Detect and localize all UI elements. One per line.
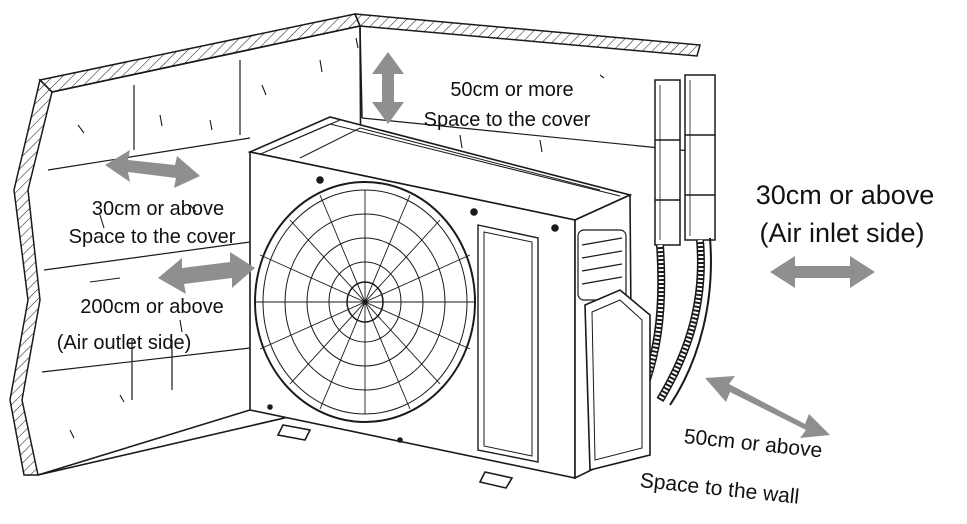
left-cover-distance: 30cm or above bbox=[91, 198, 225, 220]
double-arrow-icon bbox=[158, 252, 255, 294]
pipe-icon bbox=[654, 74, 716, 246]
wall-corner bbox=[9, 13, 701, 476]
double-arrow-icon bbox=[770, 256, 875, 288]
left-outlet-distance: 200cm or above bbox=[80, 296, 224, 318]
right-inlet-note: (Air inlet side) bbox=[759, 218, 925, 248]
double-arrow-icon bbox=[705, 376, 830, 438]
wall-hatch-icon bbox=[38, 13, 362, 93]
fan-icon bbox=[254, 181, 476, 423]
top-clearance-note: Space to the cover bbox=[423, 109, 591, 131]
top-clearance-distance: 50cm or more bbox=[450, 79, 574, 101]
wall-hatch-icon bbox=[353, 13, 701, 57]
double-arrow-icon bbox=[372, 52, 404, 124]
wall-hatch-icon bbox=[9, 78, 53, 476]
refrigerant-pipes bbox=[636, 74, 716, 406]
double-arrow-icon bbox=[105, 150, 200, 188]
clearance-arrows bbox=[105, 52, 875, 438]
left-outlet-note: (Air outlet side) bbox=[56, 332, 192, 354]
outdoor-unit bbox=[247, 116, 651, 489]
left-cover-note: Space to the cover bbox=[68, 226, 236, 248]
right-inlet-distance: 30cm or above bbox=[755, 180, 935, 210]
